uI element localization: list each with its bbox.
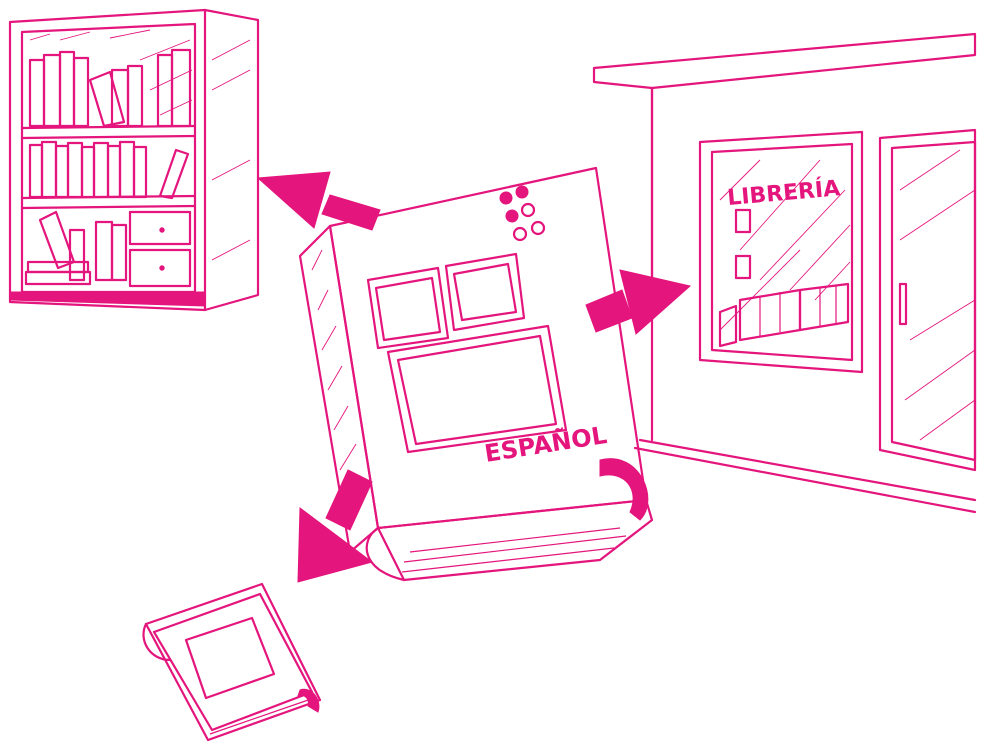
bookshelf-books-top (30, 50, 190, 126)
small-book (143, 584, 320, 740)
bookshelf-books-middle (30, 142, 188, 198)
arrow-to-bookshelf-icon (258, 172, 380, 230)
book-cover-title: ESPAÑOL (482, 420, 608, 468)
arrow-to-small-book-icon (298, 470, 372, 582)
window-book-display (720, 284, 848, 346)
bookstore-building: LIBRERÍA (594, 34, 975, 512)
arrow-to-bookstore-icon (586, 270, 690, 334)
bookshelf (10, 10, 258, 310)
bookshelf-drawers (130, 212, 190, 286)
bookshelf-books-bottom (26, 212, 126, 284)
bookstore-sign: LIBRERÍA (726, 175, 841, 211)
